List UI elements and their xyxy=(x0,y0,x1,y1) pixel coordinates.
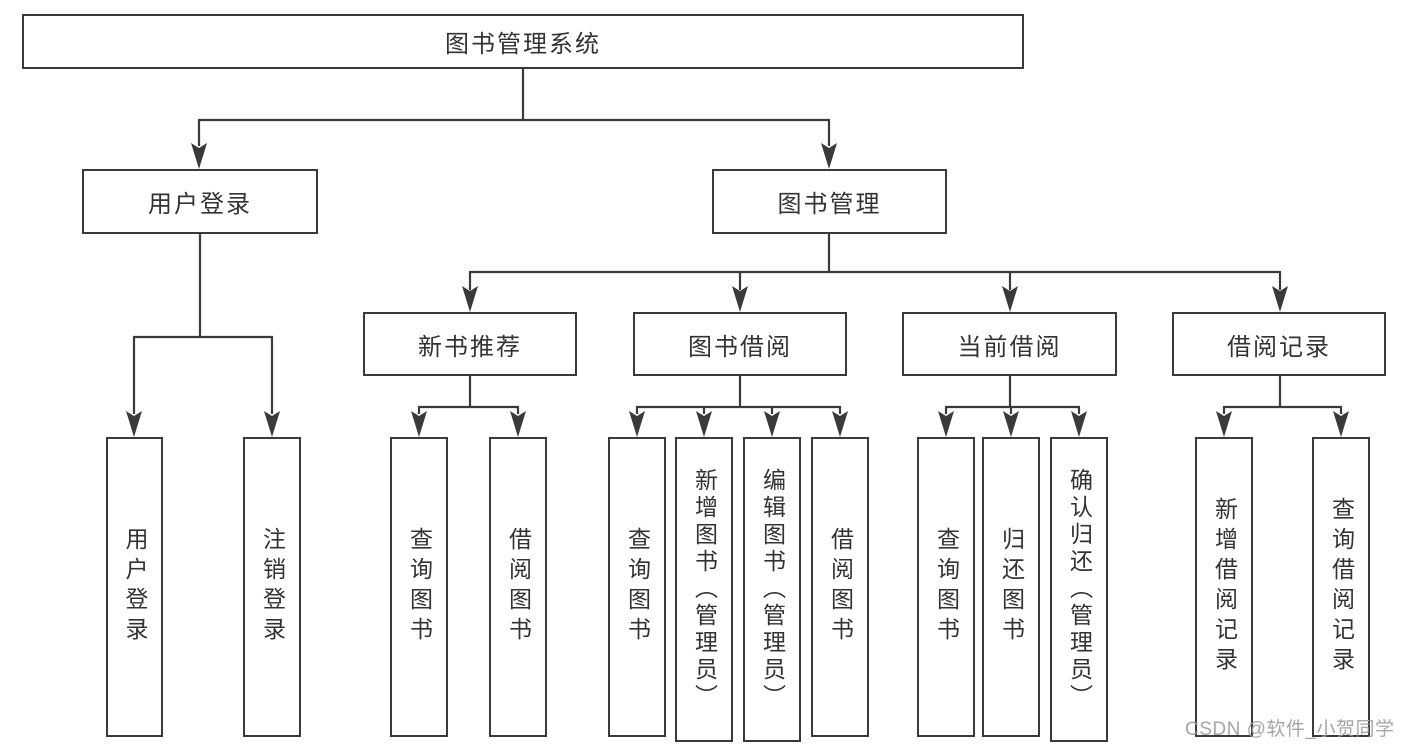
branch-user-login: 用户登录 xyxy=(82,169,318,234)
node-current-borrowing: 当前借阅 xyxy=(902,312,1117,376)
csdn-watermark: CSDN @软件_小贺同学 xyxy=(1185,719,1395,740)
leaf-confirm-return-admin: 确认归还（管理员） xyxy=(1050,437,1108,742)
leaf-add-books-admin: 新增图书（管理员） xyxy=(675,437,733,742)
connector-segments xyxy=(132,69,1343,414)
node-new-book-recommendation: 新书推荐 xyxy=(363,312,577,376)
leaf-query-books-current: 查询图书 xyxy=(917,437,975,737)
leaf-query-books-borrow: 查询图书 xyxy=(608,437,666,737)
leaf-add-borrow-record: 新增借阅记录 xyxy=(1195,437,1253,737)
root-node-library-system: 图书管理系统 xyxy=(22,14,1024,69)
node-borrowing-records: 借阅记录 xyxy=(1172,312,1386,376)
leaf-logout: 注销登录 xyxy=(243,437,301,737)
branch-book-management: 图书管理 xyxy=(712,169,947,234)
leaf-borrow-books: 借阅图书 xyxy=(811,437,869,737)
leaf-return-books: 归还图书 xyxy=(982,437,1040,737)
arrowheads xyxy=(126,143,1349,437)
leaf-user-login: 用户登录 xyxy=(106,437,163,737)
leaf-query-borrow-record: 查询借阅记录 xyxy=(1312,437,1370,737)
node-book-borrowing: 图书借阅 xyxy=(633,312,847,376)
leaf-edit-books-admin: 编辑图书（管理员） xyxy=(743,437,801,742)
leaf-borrow-books-recommend: 借阅图书 xyxy=(489,437,547,737)
leaf-query-books-recommend: 查询图书 xyxy=(390,437,448,737)
